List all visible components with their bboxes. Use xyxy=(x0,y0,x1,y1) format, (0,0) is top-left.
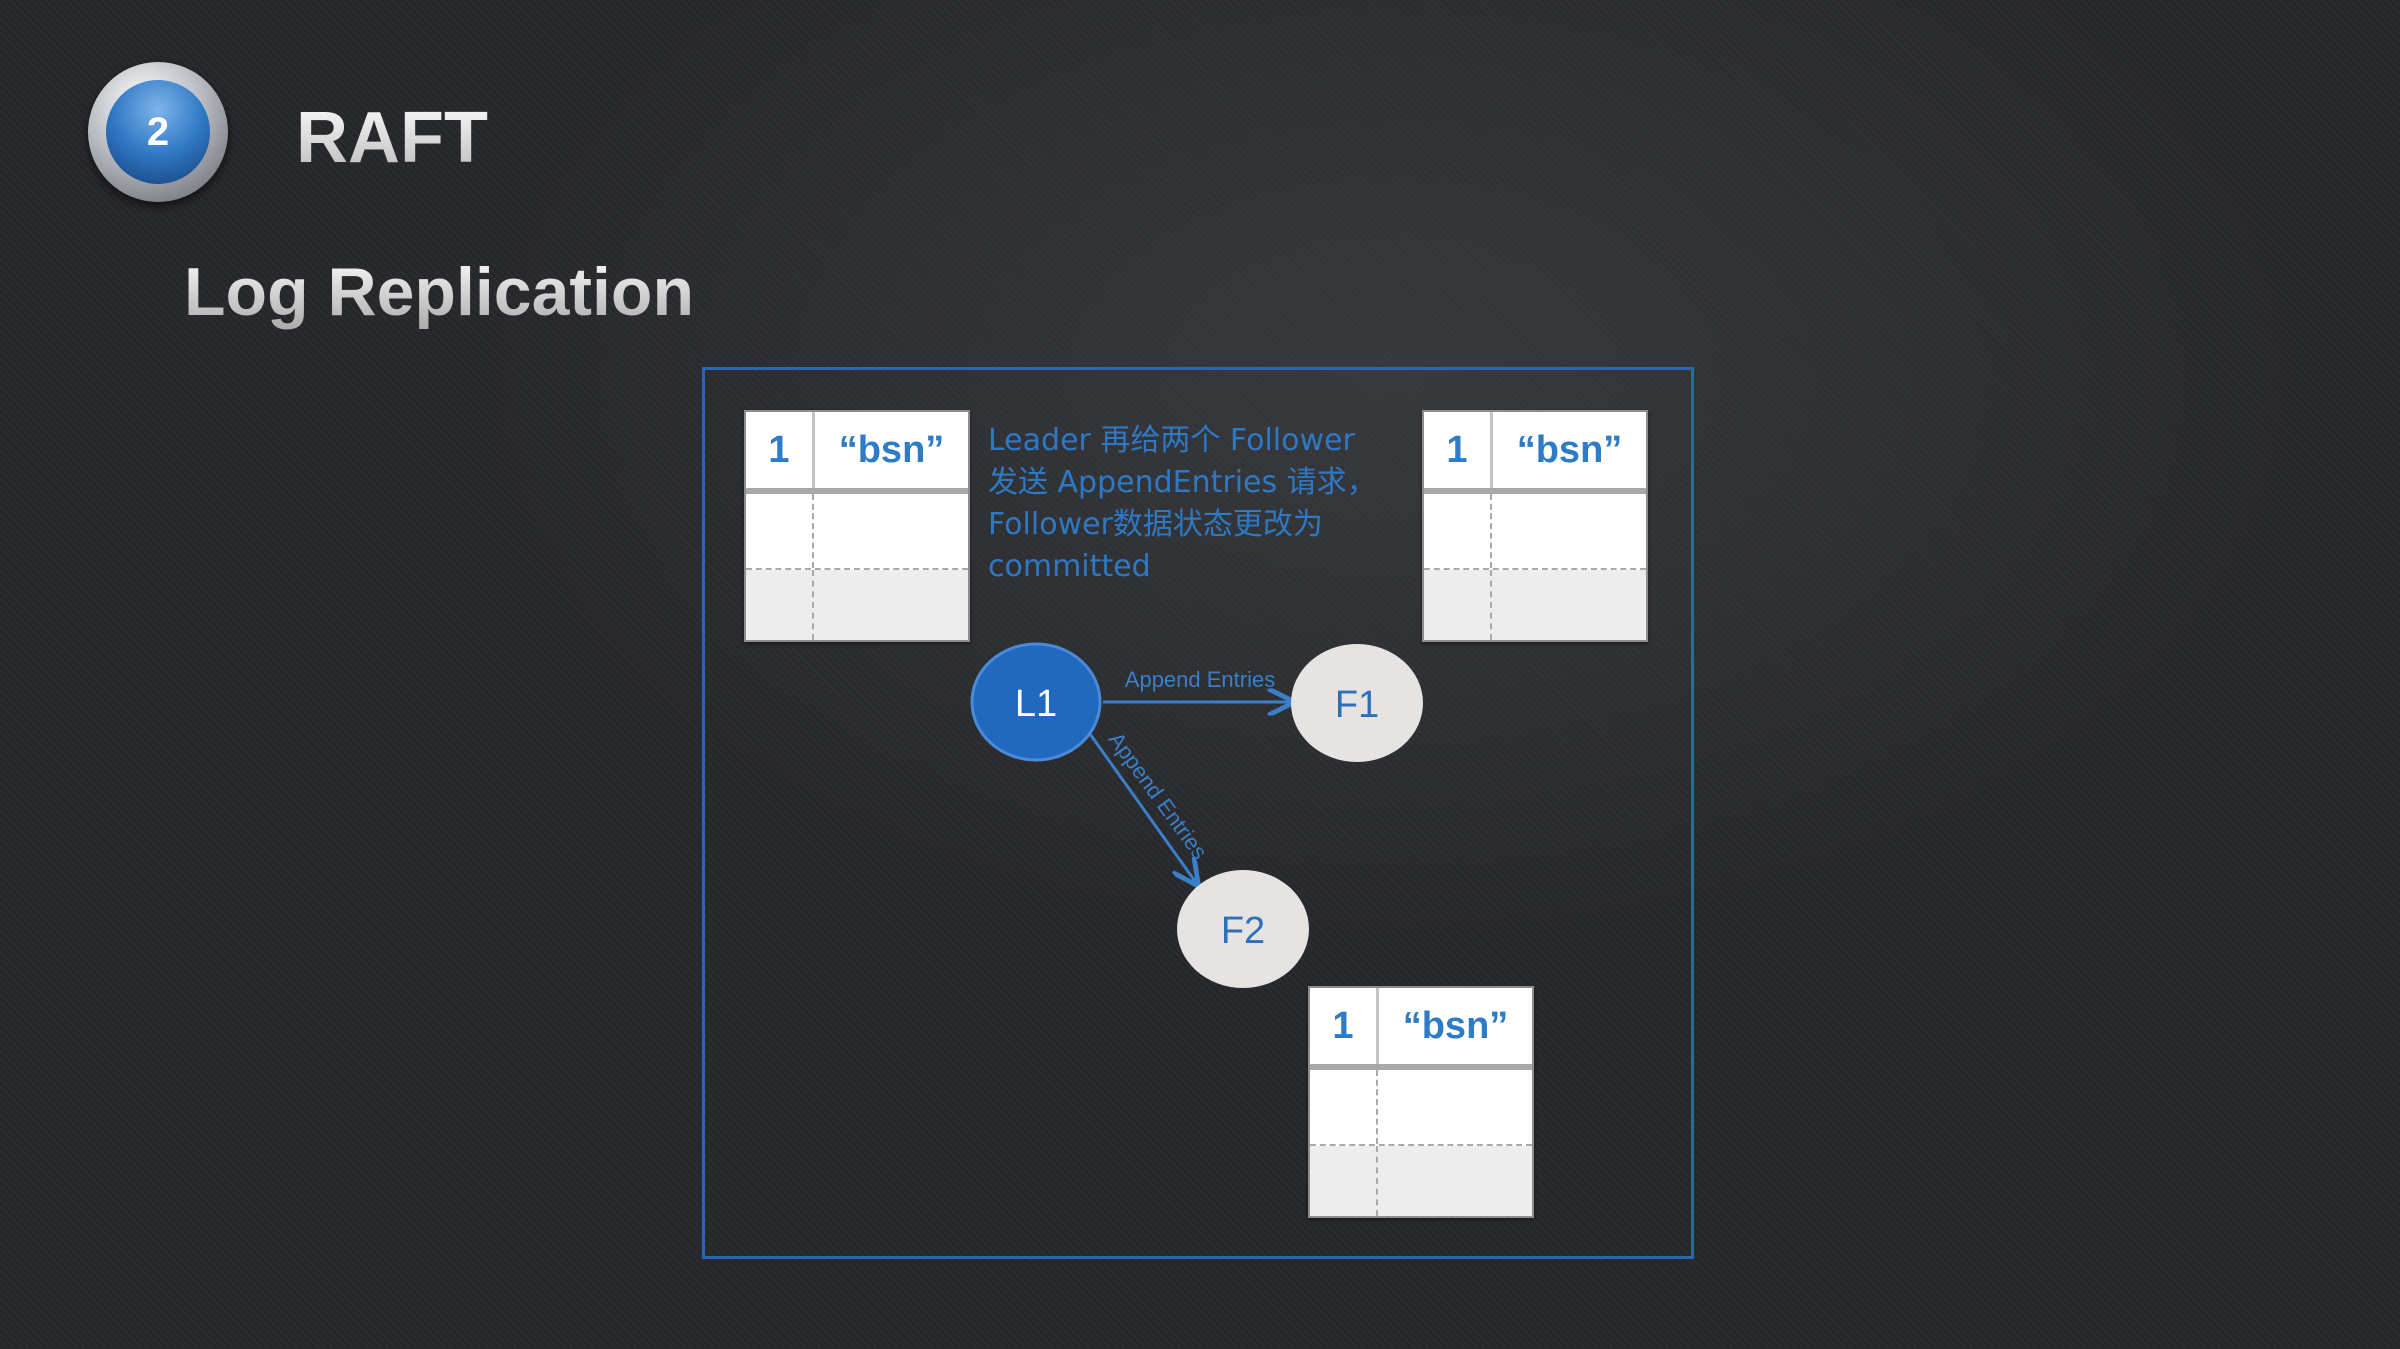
log-entry: 1 “bsn” xyxy=(1424,412,1646,494)
slide-subtitle: Log Replication xyxy=(184,254,694,330)
follower1-node-label: F1 xyxy=(1335,684,1379,726)
log-value: “bsn” xyxy=(838,428,945,471)
follower2-node xyxy=(1177,870,1309,988)
log-index xyxy=(1424,570,1492,640)
edge-label: Append Entries xyxy=(1125,667,1275,692)
diagram-frame xyxy=(702,367,1694,1259)
log-entry xyxy=(1310,1146,1532,1216)
note-line: Follower数据状态更改为 xyxy=(988,507,1323,542)
log-value: “bsn” xyxy=(1402,1004,1509,1047)
log-entry xyxy=(1424,494,1646,570)
log-value: “bsn” xyxy=(1516,428,1623,471)
log-entry xyxy=(746,494,968,570)
log-entry xyxy=(1310,1070,1532,1146)
log-table-follower2: 1 “bsn” xyxy=(1308,986,1534,1218)
log-index: 1 xyxy=(1310,988,1379,1064)
log-entry: 1 “bsn” xyxy=(746,412,968,494)
note-line: Leader 再给两个 Follower xyxy=(988,423,1355,458)
log-table-follower1: 1 “bsn” xyxy=(1422,410,1648,642)
log-entry xyxy=(1424,570,1646,640)
explanation-note: Leader 再给两个 Follower 发送 AppendEntries 请求… xyxy=(988,420,1408,588)
note-line: 发送 AppendEntries 请求， xyxy=(988,465,1377,500)
follower1-node xyxy=(1291,644,1423,762)
log-index: 1 xyxy=(746,412,815,488)
log-table-leader: 1 “bsn” xyxy=(744,410,970,642)
log-index: 1 xyxy=(1424,412,1493,488)
slide-title: RAFT xyxy=(296,98,488,178)
log-index xyxy=(746,494,814,568)
edge-label: Append Entries xyxy=(1104,727,1213,863)
follower2-node-label: F2 xyxy=(1221,910,1265,952)
log-index xyxy=(746,570,814,640)
log-index xyxy=(1310,1146,1378,1216)
log-entry xyxy=(746,570,968,640)
edge-l1-f2 xyxy=(1088,733,1197,884)
leader-node xyxy=(970,642,1102,762)
leader-node-label: L1 xyxy=(1015,683,1057,725)
log-index xyxy=(1424,494,1492,568)
note-line: committed xyxy=(988,549,1151,584)
section-number-badge: 2 xyxy=(88,62,228,202)
log-entry: 1 “bsn” xyxy=(1310,988,1532,1070)
log-index xyxy=(1310,1070,1378,1144)
section-number: 2 xyxy=(106,80,210,184)
